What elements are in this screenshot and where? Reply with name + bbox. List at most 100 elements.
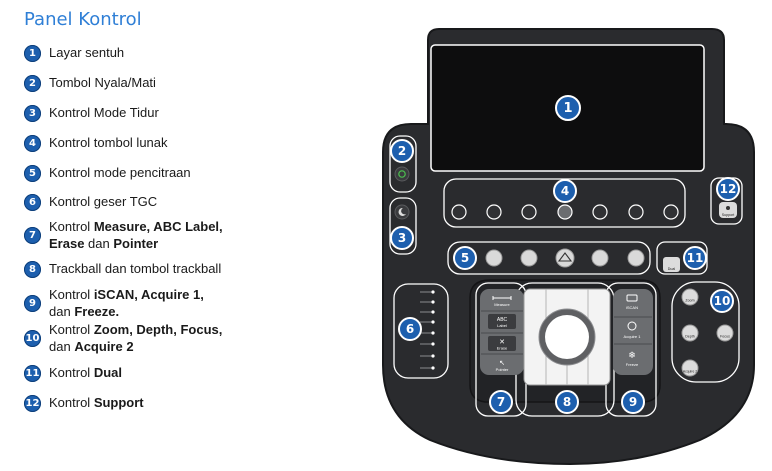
legend-text-run: Tombol Nyala/Mati [49, 75, 156, 90]
trackball [545, 315, 589, 359]
legend-text: Kontrol Support [49, 394, 144, 411]
legend-text-run: Trackball dan tombol trackball [49, 261, 222, 276]
legend-text-run: Kontrol [49, 287, 94, 302]
legend-number: 4 [24, 135, 41, 152]
dual-button [663, 257, 680, 272]
legend-text-run: Kontrol [49, 219, 94, 234]
legend-bold-text: Pointer [113, 236, 159, 251]
mode-button-5 [627, 249, 645, 267]
dual-label: Dual [668, 267, 676, 271]
depth-label: Depth [685, 335, 695, 339]
legend-text: Layar sentuh [49, 44, 124, 61]
legend-item-6: 6 Kontrol geser TGC [24, 193, 157, 211]
iscan-label: iSCAN [626, 305, 638, 310]
legend-bold-text: Acquire 2 [74, 339, 134, 354]
acquire1-icon [627, 321, 637, 331]
dual-panel [656, 241, 708, 275]
legend-text: Kontrol iSCAN, Acquire 1,dan Freeze. [49, 286, 204, 320]
legend-item-7: 7 Kontrol Measure, ABC Label,Erase dan Po… [24, 218, 223, 252]
legend-text: Kontrol Zoom, Depth, Focus,dan Acquire 2 [49, 321, 222, 355]
legend-item-1: 1 Layar sentuh [24, 44, 124, 62]
erase-label: Erase [497, 346, 508, 351]
legend-text-run: Kontrol mode pencitraan [49, 165, 191, 180]
callout-3: 3 [390, 226, 414, 250]
tgc-panel [393, 283, 449, 379]
acquire2-label: Acquire 2 [683, 370, 697, 374]
label-text: Label [497, 323, 507, 328]
support-label: Support [722, 213, 735, 217]
mode-button-2 [520, 249, 538, 267]
moon-icon [398, 207, 406, 216]
legend-item-10: 10 Kontrol Zoom, Depth, Focus,dan Acquire… [24, 321, 222, 355]
softkey-7 [663, 204, 679, 220]
callout-5: 5 [453, 246, 477, 270]
imaging-mode-row [447, 241, 651, 275]
page-title: Panel Kontrol [24, 9, 142, 30]
power-panel [389, 135, 417, 193]
power-button [394, 166, 410, 182]
acquire2-button [681, 359, 699, 377]
legend-number: 3 [24, 105, 41, 122]
legend-item-3: 3 Kontrol Mode Tidur [24, 104, 159, 122]
pointer-icon: ↖ [499, 359, 505, 367]
focus-button [716, 324, 734, 342]
right-key-block [613, 289, 653, 375]
depth-button [681, 324, 699, 342]
callout-11: 11 [683, 246, 707, 270]
mode-icon-home [557, 252, 573, 262]
callout-6: 6 [398, 317, 422, 341]
callout-7: 7 [489, 390, 513, 414]
legend-bold-text: Zoom, Depth, Focus, [93, 322, 223, 337]
measure-icon [492, 296, 512, 300]
softkey-4 [557, 204, 573, 220]
legend-text-run: dan [49, 304, 75, 319]
legend-bold-text: Dual [93, 365, 122, 380]
legend-text-run: Kontrol [49, 365, 94, 380]
legend-number: 11 [24, 365, 41, 382]
softkey-3 [521, 204, 537, 220]
legend-text-run: Kontrol geser TGC [49, 194, 158, 209]
legend-number: 5 [24, 165, 41, 182]
acquire1-label: Acquire 1 [624, 334, 642, 339]
legend-number: 7 [24, 227, 41, 244]
legend-number: 10 [24, 330, 41, 347]
support-icon [726, 206, 730, 210]
power-icon [398, 170, 406, 178]
legend-text: Trackball dan tombol trackball [49, 260, 221, 277]
legend-number: 2 [24, 75, 41, 92]
legend-text: Kontrol mode pencitraan [49, 164, 191, 181]
zoom-button [681, 288, 699, 306]
freeze-icon: ❄ [628, 351, 636, 361]
measure-label: Measure [494, 302, 510, 307]
legend-text: Kontrol Dual [49, 364, 122, 381]
callout-12: 12 [716, 177, 740, 201]
zoom-label: Zoom [685, 299, 694, 303]
callout-9: 9 [621, 390, 645, 414]
legend-bold-text: Measure, ABC Label, [93, 219, 223, 234]
softkey-2 [486, 204, 502, 220]
iscan-icon [626, 294, 638, 302]
tgc-knobs [431, 290, 435, 370]
legend-number: 6 [24, 194, 41, 211]
legend-item-2: 2 Tombol Nyala/Mati [24, 74, 156, 92]
mode-button-4 [591, 249, 609, 267]
legend-bold-text: Freeze. [74, 304, 120, 319]
legend-text-run: Kontrol Mode Tidur [49, 105, 159, 120]
freeze-label: Freeze [626, 362, 639, 367]
sleep-button [394, 204, 410, 220]
mode-button-1 [485, 249, 503, 267]
focus-label: Focus [720, 335, 730, 339]
legend-text-run: Kontrol [49, 395, 94, 410]
legend-text: Tombol Nyala/Mati [49, 74, 156, 91]
legend-text: Kontrol Measure, ABC Label,Erase dan Poi… [49, 218, 223, 252]
legend-number: 1 [24, 45, 41, 62]
callout-10: 10 [710, 289, 734, 313]
legend-item-5: 5 Kontrol mode pencitraan [24, 164, 191, 182]
tgc-sliders [420, 291, 432, 369]
legend-item-11: 11 Kontrol Dual [24, 364, 122, 382]
callout-4: 4 [553, 179, 577, 203]
legend-text: Kontrol Mode Tidur [49, 104, 159, 121]
